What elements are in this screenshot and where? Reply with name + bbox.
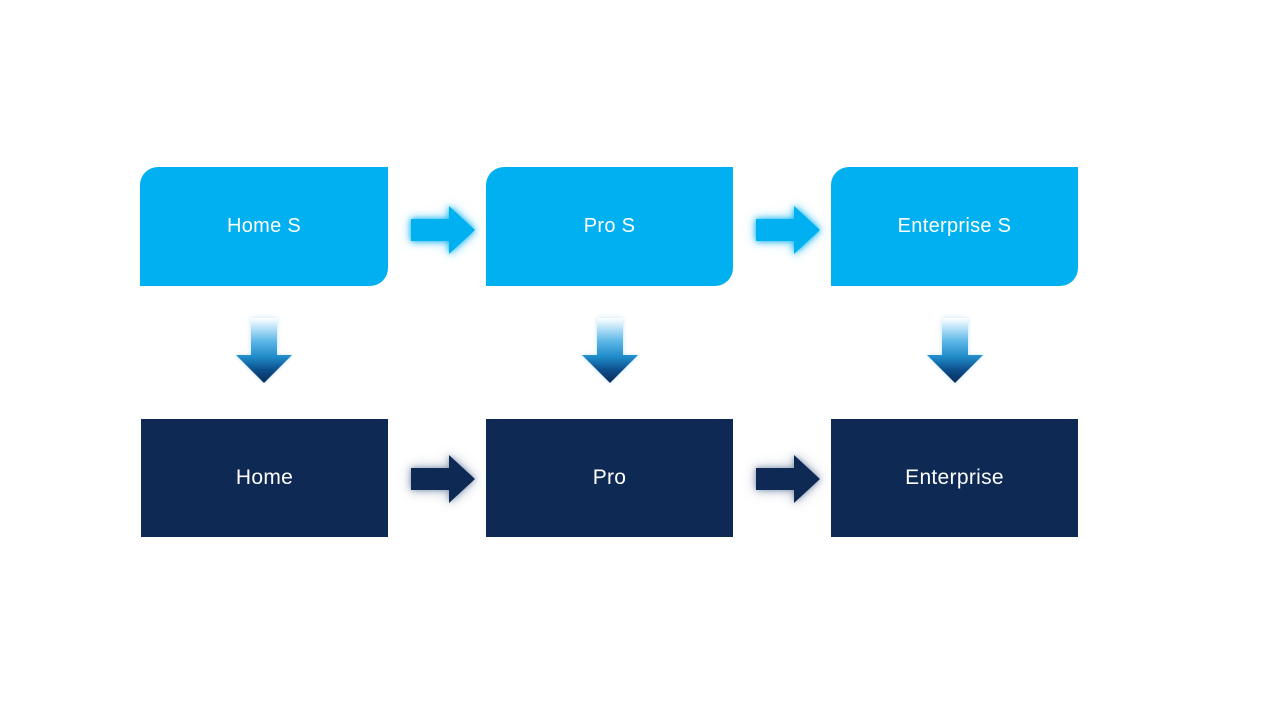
node-pro-s-label: Pro S xyxy=(583,215,636,237)
node-pro: Pro xyxy=(486,419,733,537)
node-home-label: Home xyxy=(235,466,294,489)
right-arrow-icon xyxy=(756,455,820,503)
node-enterprise-label: Enterprise xyxy=(905,466,1004,489)
node-pro-label: Pro xyxy=(592,466,627,489)
down-arrow-icon xyxy=(927,318,983,383)
node-enterprise-s-label: Enterprise S xyxy=(897,215,1012,237)
right-arrow-icon xyxy=(411,206,475,254)
node-home: Home xyxy=(141,419,388,537)
node-home-s-label: Home S xyxy=(226,215,302,237)
node-pro-s: Pro S xyxy=(486,167,733,286)
down-arrow-icon xyxy=(582,318,638,383)
right-arrow-icon xyxy=(756,206,820,254)
right-arrow-icon xyxy=(411,455,475,503)
node-home-s: Home S xyxy=(140,167,388,286)
node-enterprise-s: Enterprise S xyxy=(831,167,1078,286)
down-arrow-icon xyxy=(236,318,292,383)
node-enterprise: Enterprise xyxy=(831,419,1078,537)
